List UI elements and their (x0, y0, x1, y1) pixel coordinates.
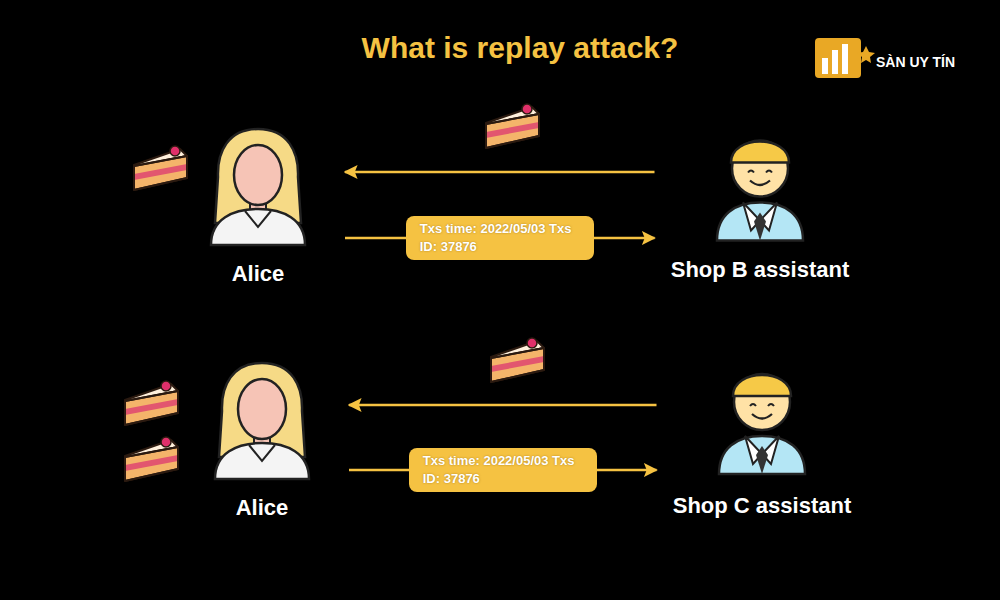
arrow (345, 171, 655, 174)
node-label: Shop B assistant (663, 256, 858, 284)
cake (491, 338, 544, 382)
cake (134, 146, 187, 190)
assistant-figure (719, 374, 805, 474)
person-node: Alice (207, 360, 317, 522)
logo-icon (815, 38, 875, 78)
person-node: Alice (203, 126, 313, 288)
cake (125, 437, 178, 481)
assistant-node: Shop B assistant (663, 118, 858, 284)
transaction-tag: Txs time: 2022/05/03 Txs ID: 37876 (406, 216, 594, 260)
cake (125, 381, 178, 425)
arrow (349, 404, 657, 407)
transaction-tag: Txs time: 2022/05/03 Txs ID: 37876 (409, 448, 597, 492)
cake (486, 104, 539, 148)
title: What is replay attack? (0, 30, 1000, 66)
logo-text: SÀN UY TÍN (876, 54, 955, 70)
alice-figure (211, 129, 305, 245)
node-label: Alice (203, 260, 313, 288)
node-label: Alice (207, 494, 317, 522)
assistant-node: Shop C assistant (665, 350, 860, 520)
assistant-figure (717, 141, 803, 241)
alice-figure (215, 363, 309, 479)
node-label: Shop C assistant (665, 492, 860, 520)
